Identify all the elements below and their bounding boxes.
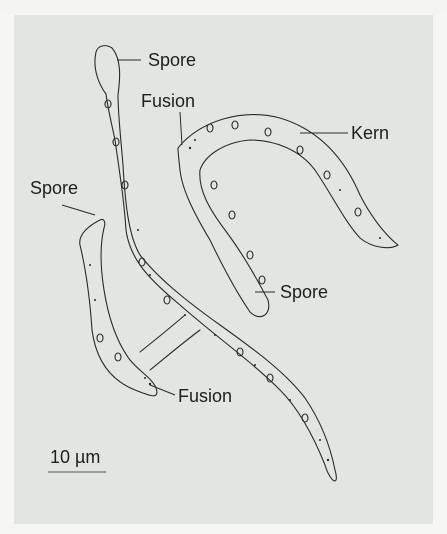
label-kern: Kern (351, 124, 389, 142)
nucleus (115, 353, 121, 361)
label-spore-right: Spore (280, 283, 328, 301)
nucleus (229, 211, 235, 219)
nucleus (247, 251, 253, 259)
nucleus (324, 171, 330, 179)
nucleus (297, 146, 303, 154)
nucleus (232, 121, 238, 129)
label-spore-top: Spore (148, 51, 196, 69)
leader-lines (62, 60, 348, 395)
nucleus (164, 296, 170, 304)
label-fusion-top: Fusion (141, 92, 195, 110)
nucleus (97, 334, 103, 342)
hypha-branch (140, 315, 200, 370)
hypha-long (95, 46, 336, 481)
nucleus (139, 258, 145, 266)
nucleus (211, 181, 217, 189)
scale-bar-label: 10 µm (50, 448, 100, 466)
label-spore-left: Spore (30, 179, 78, 197)
nucleus (265, 128, 271, 136)
granules (89, 139, 381, 461)
nucleus (355, 208, 361, 216)
nucleus (259, 276, 265, 284)
nucleus (302, 414, 308, 422)
label-fusion-bottom: Fusion (178, 387, 232, 405)
hypha-left (80, 219, 157, 395)
nucleus (207, 124, 213, 132)
